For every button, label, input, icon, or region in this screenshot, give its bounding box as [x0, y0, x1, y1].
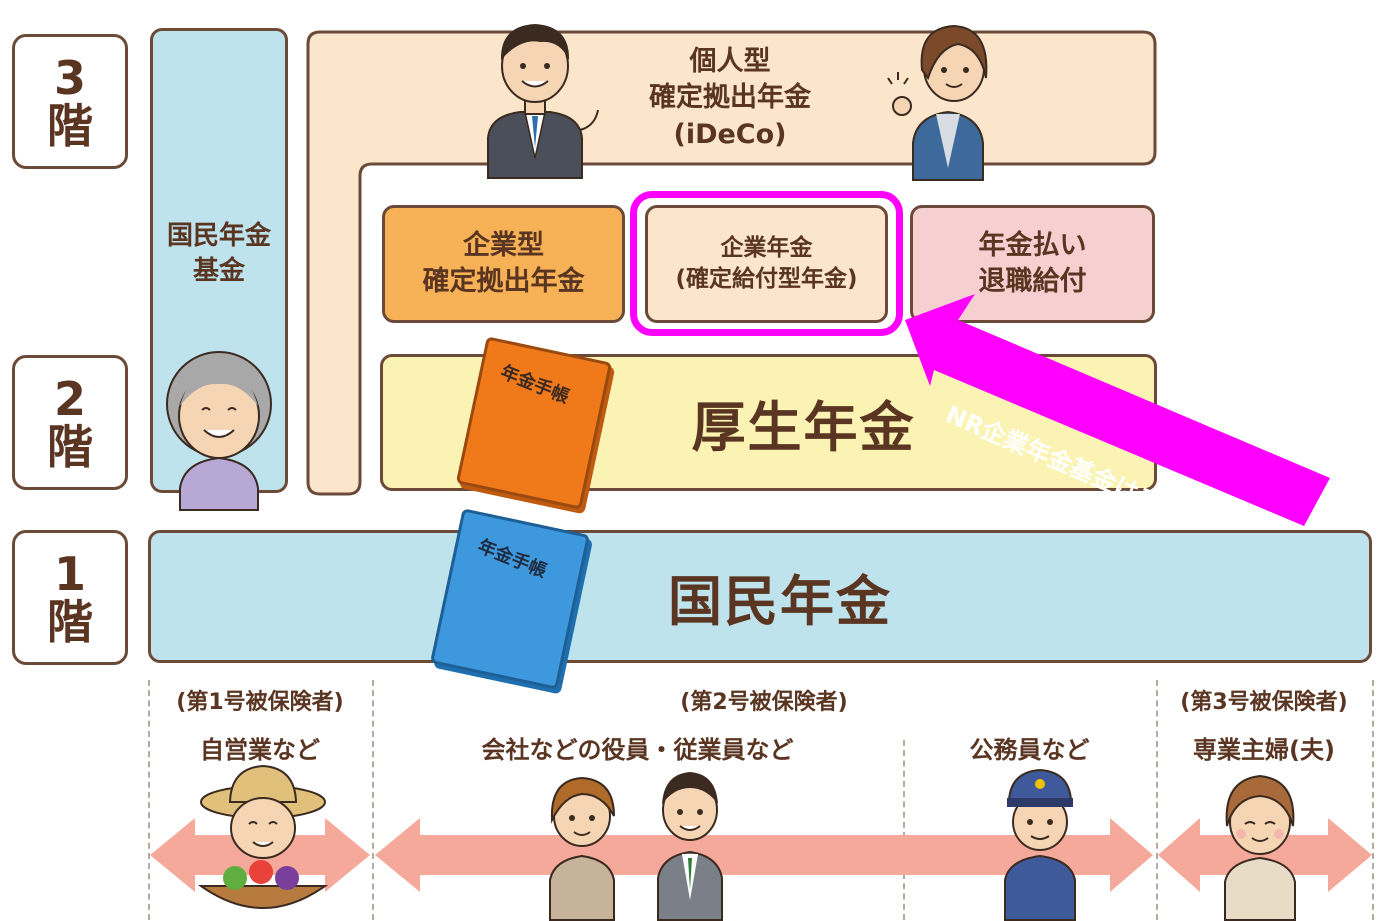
woman-illustration	[887, 24, 988, 181]
floor-kanji: 階	[47, 419, 93, 474]
floor-1-label: 1 階	[12, 530, 128, 665]
floor-kanji: 階	[47, 98, 93, 153]
barai-line-1: 年金払い	[978, 229, 1087, 261]
ideco-line-2: 確定拠出年金	[649, 82, 811, 114]
insured-group-2-label: (第2号被保険者)	[680, 690, 848, 715]
separator	[372, 680, 374, 920]
floor-kanji: 階	[47, 594, 93, 649]
kosei-label: 厚生年金	[691, 396, 916, 459]
barai-line-2: 退職給付	[978, 266, 1087, 297]
separator	[1372, 680, 1374, 920]
db-line-1: 企業年金	[720, 234, 813, 261]
kokumin-label: 国民年金	[668, 570, 892, 633]
farmer-illustration	[197, 764, 329, 909]
group-2-sub-civil-servants: 公務員など	[969, 736, 1090, 764]
grandmother-illustration	[166, 351, 272, 511]
ideco-label: 個人型 確定拠出年金 (iDeCo)	[560, 44, 900, 153]
ideco-line-3: (iDeCo)	[673, 118, 787, 150]
kigyogata-dc-block: 企業型 確定拠出年金	[382, 205, 625, 323]
highlight-frame	[630, 191, 903, 336]
floor-number: 2	[53, 371, 86, 426]
ideco-line-1: 個人型	[689, 46, 771, 77]
group-2-sub-employees: 会社などの役員・従業員など	[481, 736, 794, 764]
group-3-sub: 専業主婦(夫)	[1193, 736, 1335, 764]
businessman-illustration	[487, 24, 599, 179]
office-workers-illustration	[549, 772, 723, 921]
floor-number: 1	[53, 546, 86, 601]
floor-number: 3	[53, 50, 86, 105]
floor-3-label: 3 階	[12, 34, 128, 169]
separator	[1156, 680, 1158, 920]
group-1-sub: 自営業など	[200, 736, 320, 764]
kikin-line-2: 基金	[192, 256, 245, 287]
separator	[148, 680, 150, 920]
separator	[903, 740, 905, 920]
kokumin-nenkin-block: 国民年金	[148, 530, 1372, 663]
kigyogata-line-1: 企業型	[463, 229, 544, 261]
kigyo-nenkin-db-block: 企業年金 (確定給付型年金)	[645, 205, 888, 323]
homemaker-illustration	[1224, 774, 1296, 921]
kigyogata-line-2: 確定拠出年金	[422, 266, 585, 297]
insured-group-3-label: (第3号被保険者)	[1180, 690, 1348, 715]
kikin-line-1: 国民年金	[166, 221, 271, 251]
floor-2-label: 2 階	[12, 355, 128, 490]
police-officer-illustration	[1004, 768, 1076, 921]
insured-group-1-label: (第1号被保険者)	[176, 690, 344, 715]
db-line-2: (確定給付型年金)	[675, 266, 858, 292]
